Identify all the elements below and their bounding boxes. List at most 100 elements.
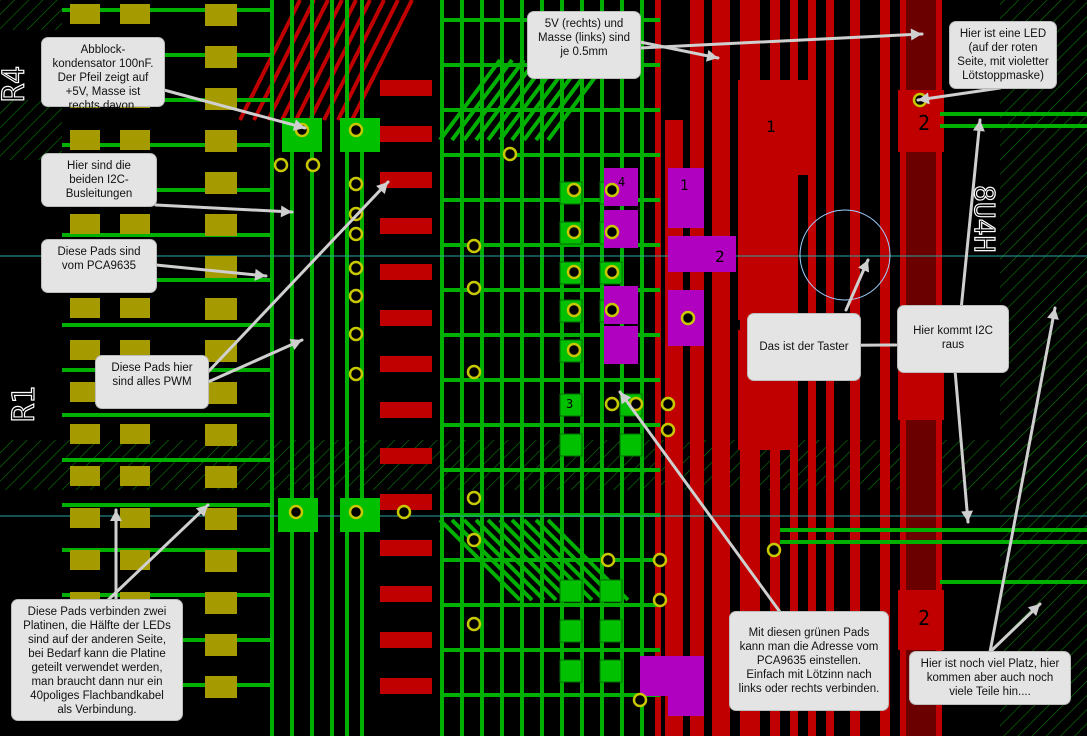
violet-pad-number-2: 2 — [715, 247, 725, 266]
callout-arrow-line — [154, 263, 268, 278]
green-diag — [450, 58, 514, 142]
red-diag — [266, 0, 330, 121]
green-trace — [440, 468, 660, 472]
via — [680, 310, 696, 326]
callout-arrow-line — [206, 180, 390, 374]
via — [348, 288, 364, 304]
red-smd — [380, 264, 432, 280]
red-smd — [380, 540, 432, 556]
smd-pad — [70, 508, 100, 528]
green-trace — [460, 0, 464, 736]
callout-arrow-line — [916, 86, 1002, 102]
green-trace — [580, 0, 584, 736]
green-trace — [940, 112, 1087, 116]
callout-arrow-head — [195, 505, 208, 517]
smd-pad — [205, 4, 237, 26]
red-smd — [380, 632, 432, 648]
callout-arrow-line — [154, 203, 294, 214]
violet-pad — [604, 326, 638, 364]
via — [766, 542, 782, 558]
violet-solder-mask — [604, 168, 736, 716]
red-smd — [380, 80, 432, 96]
green-trace — [440, 288, 660, 292]
button-pad-number: 1 — [766, 117, 776, 136]
via — [288, 504, 304, 520]
via — [466, 238, 482, 254]
address-pad — [559, 659, 583, 683]
smd-pad — [70, 550, 100, 570]
via — [348, 504, 364, 520]
green-trace — [330, 0, 334, 736]
red-smd — [380, 678, 432, 694]
via — [652, 592, 668, 608]
green-trace — [62, 413, 272, 417]
green-trace — [290, 0, 294, 736]
via — [273, 157, 289, 173]
smd-pad — [120, 508, 150, 528]
via — [502, 146, 518, 162]
hatch-zone — [0, 100, 62, 160]
callout-arrow-line — [953, 368, 970, 524]
callout-arrow-head — [620, 392, 632, 405]
red-smd — [380, 494, 432, 510]
via — [466, 532, 482, 548]
via — [348, 366, 364, 382]
green-trace — [780, 540, 1087, 544]
green-trace — [480, 0, 484, 736]
smd-pad — [205, 508, 237, 530]
green-trace — [440, 108, 660, 112]
green-trace — [62, 188, 272, 192]
button-outline — [799, 209, 891, 301]
smd-pad — [205, 214, 237, 236]
green-trace — [560, 0, 564, 736]
via — [466, 364, 482, 380]
address-pad — [559, 619, 583, 643]
callout-arrow-head — [918, 92, 930, 105]
green-diag — [462, 58, 526, 142]
address-pad — [559, 579, 583, 603]
address-pad — [599, 579, 623, 603]
callout-arrow-line — [638, 32, 924, 50]
green-trace — [62, 593, 272, 597]
smd-pad — [70, 4, 100, 24]
via — [566, 342, 582, 358]
green-trace — [780, 528, 1087, 532]
red-smd — [380, 356, 432, 372]
green-diag — [474, 58, 538, 142]
callout-arrow-head — [858, 260, 870, 273]
callout-arrow-head — [961, 510, 974, 522]
green-trace — [440, 333, 660, 337]
callout-arrow-line — [988, 602, 1042, 654]
green-trace — [62, 323, 272, 327]
red-trace — [880, 0, 890, 736]
callout-arrow-line — [206, 338, 304, 384]
via — [604, 264, 620, 280]
via — [348, 122, 364, 138]
via — [466, 616, 482, 632]
via — [466, 490, 482, 506]
address-pad-number: 3 — [566, 397, 573, 411]
via — [600, 552, 616, 568]
smd-pad — [205, 382, 237, 404]
smd-pad — [205, 676, 237, 698]
green-diag — [450, 518, 534, 602]
button-body — [738, 170, 790, 320]
address-pad — [599, 659, 623, 683]
via — [660, 396, 676, 412]
green-trace — [940, 580, 1087, 584]
callout-arrow-head — [972, 120, 985, 132]
callout-arrow-head — [910, 28, 922, 41]
smd-pad — [120, 424, 150, 444]
green-trace — [62, 278, 272, 282]
smd-pad — [70, 298, 100, 318]
callout-arrow-line — [638, 40, 720, 60]
green-trace — [440, 198, 660, 202]
